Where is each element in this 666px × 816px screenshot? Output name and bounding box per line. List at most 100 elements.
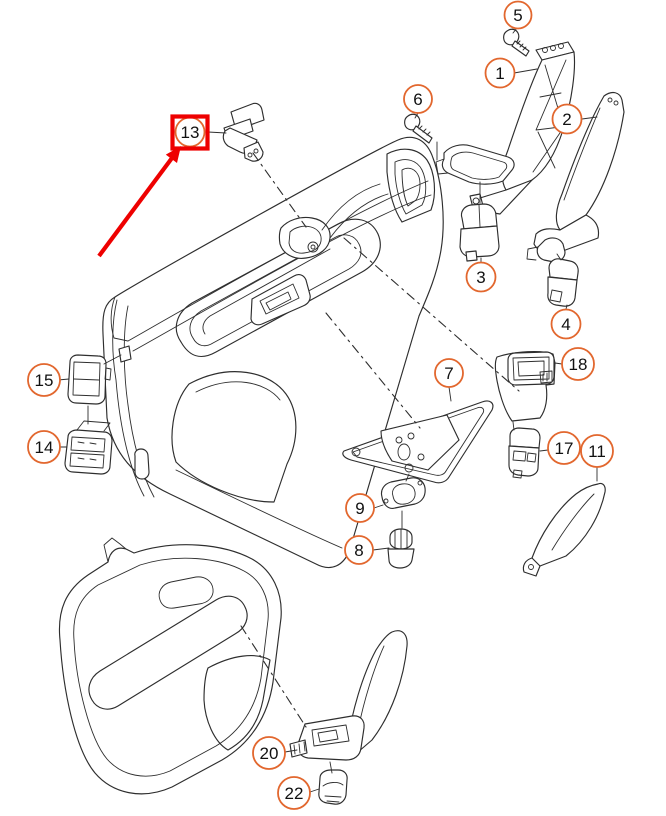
callout-ring[interactable] bbox=[580, 434, 614, 468]
callout-2[interactable]: 2 bbox=[551, 103, 583, 135]
corner-screw bbox=[351, 447, 361, 457]
callout-number: 8 bbox=[354, 541, 363, 560]
tray-outer bbox=[441, 144, 515, 185]
leader-13 bbox=[207, 131, 227, 134]
switch-cap bbox=[509, 427, 541, 449]
switch-buttons bbox=[77, 441, 97, 461]
switch-plate bbox=[297, 715, 365, 761]
clip-hole bbox=[528, 564, 534, 570]
callout-number: 4 bbox=[561, 315, 570, 334]
part-screw-5 bbox=[503, 28, 530, 57]
part-switch-17 bbox=[508, 427, 541, 479]
door-edge-slot bbox=[134, 448, 150, 480]
tab-hole bbox=[417, 480, 423, 486]
tab-hole bbox=[383, 498, 389, 504]
callout-14[interactable]: 14 bbox=[27, 430, 61, 464]
part-pillar-trim-2 bbox=[526, 91, 625, 263]
dash-door-to-pocket bbox=[343, 237, 520, 392]
leader-3 bbox=[479, 181, 482, 263]
bezel-latch bbox=[539, 370, 553, 384]
clip-hole bbox=[472, 197, 480, 205]
switch-cap bbox=[548, 258, 579, 281]
screw-shaft bbox=[412, 125, 433, 144]
callout-ring[interactable] bbox=[503, 0, 533, 30]
callout-22[interactable]: 22 bbox=[277, 776, 311, 810]
callout-ring[interactable] bbox=[465, 261, 497, 293]
door-outline bbox=[102, 136, 444, 568]
part-sill-trim-11 bbox=[522, 482, 606, 577]
map-pocket bbox=[171, 371, 297, 503]
callout-5[interactable]: 5 bbox=[503, 0, 533, 30]
callout-17[interactable]: 17 bbox=[547, 431, 581, 465]
switch-plate-inner bbox=[259, 283, 300, 315]
callout-number: 6 bbox=[413, 90, 422, 109]
switch-foot bbox=[512, 469, 523, 479]
bracket-blade bbox=[501, 51, 576, 191]
mirror-corner-inner bbox=[394, 159, 427, 215]
callout-4[interactable]: 4 bbox=[550, 308, 582, 340]
callout-15[interactable]: 15 bbox=[27, 363, 61, 397]
door-left-edge bbox=[112, 299, 145, 497]
callout-3[interactable]: 3 bbox=[465, 261, 497, 293]
callout-ring[interactable] bbox=[403, 84, 433, 114]
highlight-box bbox=[170, 114, 210, 151]
switch-top bbox=[76, 420, 111, 432]
window-frame-curve bbox=[321, 183, 381, 231]
part-switch-14 bbox=[64, 420, 113, 475]
armrest-inner bbox=[189, 234, 362, 347]
switch-base-lines bbox=[324, 795, 342, 803]
beltline-cap bbox=[110, 296, 129, 342]
callout-ring[interactable] bbox=[434, 358, 464, 388]
bolt-hole bbox=[558, 43, 564, 49]
rear-door-inner bbox=[73, 557, 269, 777]
callout-13[interactable]: 13 bbox=[174, 116, 206, 148]
tray-flange bbox=[435, 158, 449, 175]
callout-number: 15 bbox=[35, 371, 54, 390]
callout-1[interactable]: 1 bbox=[484, 57, 516, 89]
part-screw-6 bbox=[404, 113, 433, 144]
switch-bezel bbox=[507, 351, 555, 386]
callout-number: 1 bbox=[495, 64, 504, 83]
callout-ring[interactable] bbox=[277, 776, 311, 810]
callout-20[interactable]: 20 bbox=[252, 736, 286, 770]
part-gasket-9 bbox=[380, 477, 426, 509]
callout-ring[interactable] bbox=[547, 431, 581, 465]
callout-number: 13 bbox=[181, 123, 200, 142]
callout-ring[interactable] bbox=[550, 308, 582, 340]
callout-ring[interactable] bbox=[252, 736, 286, 770]
leader-20 bbox=[284, 749, 333, 774]
part-switch-13 bbox=[222, 102, 265, 162]
triangle-rim bbox=[352, 406, 485, 476]
callout-18[interactable]: 18 bbox=[561, 347, 595, 381]
part-switch-4 bbox=[547, 258, 579, 307]
armrest-inner2 bbox=[202, 248, 331, 335]
plate-tab bbox=[289, 739, 308, 758]
callout-11[interactable]: 11 bbox=[580, 434, 614, 468]
switch-flap bbox=[549, 289, 563, 303]
callout-ring[interactable] bbox=[345, 493, 375, 523]
mount-plate bbox=[380, 414, 460, 471]
callout-ring[interactable] bbox=[561, 347, 595, 381]
armrest-outer bbox=[175, 218, 381, 358]
leader-7 bbox=[448, 386, 452, 402]
callout-8[interactable]: 8 bbox=[344, 535, 374, 565]
trim-end-clip bbox=[522, 557, 541, 577]
callout-ring[interactable] bbox=[344, 535, 374, 565]
switch-faces bbox=[69, 436, 106, 469]
callout-7[interactable]: 7 bbox=[434, 358, 464, 388]
leader-9 bbox=[373, 473, 410, 529]
callout-ring[interactable] bbox=[551, 103, 583, 135]
screw-threads bbox=[516, 40, 527, 51]
leader-18 bbox=[512, 362, 563, 431]
screw-threads bbox=[418, 125, 431, 136]
callout-ring[interactable] bbox=[484, 57, 516, 89]
door-edge-notch bbox=[118, 345, 132, 363]
base-hook bbox=[526, 246, 539, 261]
leader-8 bbox=[372, 547, 390, 551]
callout-9[interactable]: 9 bbox=[345, 493, 375, 523]
callout-ring[interactable] bbox=[27, 430, 61, 464]
callout-ring[interactable] bbox=[27, 363, 61, 397]
callout-6[interactable]: 6 bbox=[403, 84, 433, 114]
mirror-corner-wedge bbox=[386, 148, 436, 223]
